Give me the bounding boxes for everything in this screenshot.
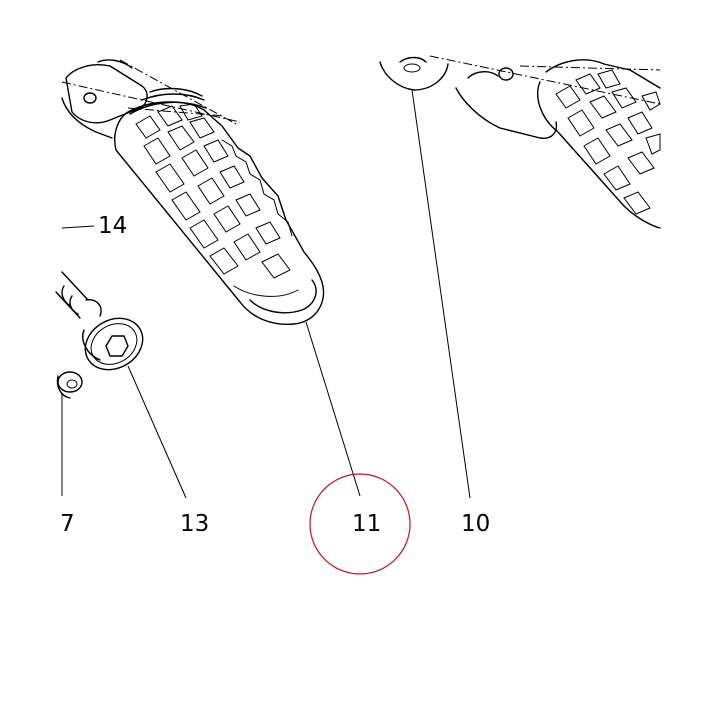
callout-10[interactable]: 10 [461,511,490,537]
left-axis-line [61,81,241,123]
grip-texture [135,103,291,279]
leader-14 [61,225,95,229]
footpeg-rubber-grip [114,93,325,325]
socket-head-bolt [55,271,144,371]
callout-11[interactable]: 11 [352,511,381,537]
callout-13[interactable]: 13 [180,511,209,537]
leader-13 [127,365,187,499]
left-footpeg-bracket [61,59,203,139]
left-axis-line-3 [127,107,225,117]
highlight-ring-callout-11 [309,473,411,575]
callout-7[interactable]: 7 [60,511,75,537]
leader-11 [305,321,361,497]
callout-14[interactable]: 14 [98,213,127,239]
right-grip-texture [555,69,661,215]
right-axis-line-2 [519,65,661,71]
right-axis-line [429,55,661,105]
right-footpeg-assembly [379,56,661,229]
small-nut [56,371,83,399]
left-axis-line-2 [119,59,237,125]
leader-10 [411,89,471,499]
